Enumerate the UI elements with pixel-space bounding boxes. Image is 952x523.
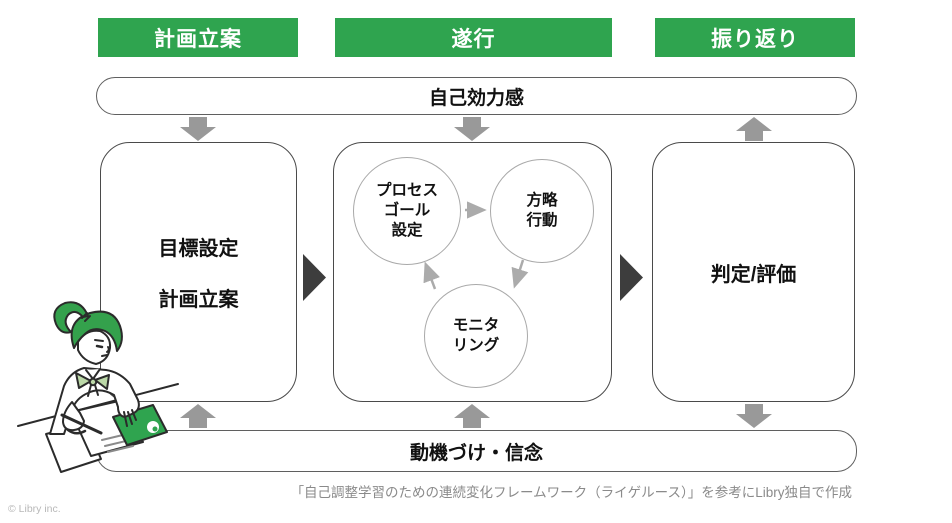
ponytail [53, 301, 89, 334]
process-goal-line-2: ゴール [383, 202, 431, 220]
copyright-text: © Libry inc. [8, 503, 61, 515]
phase-header-planning-label: 計画立案 [154, 27, 242, 51]
self-efficacy-label: 自己効力感 [428, 87, 524, 109]
circle-process-goal-setting: プロセス ゴール 設定 [353, 157, 461, 265]
stage-box-execution: プロセス ゴール 設定 方略 行動 モニタ リング [333, 142, 612, 402]
monitoring-line-1: モニタ [452, 317, 500, 335]
stage-box-evaluation: 判定/評価 [652, 142, 855, 402]
motivation-belief-bar: 動機づけ・信念 [96, 430, 857, 472]
stage-box-planning: 目標設定 計画立案 [100, 142, 297, 402]
planning-line-2: 計画立案 [158, 289, 239, 311]
arrow-down-reflection-to-motivation [736, 404, 772, 428]
circle-monitoring: モニタ リング [424, 284, 528, 388]
arrow-right-planning-to-execution [303, 254, 326, 301]
evaluation-label: 判定/評価 [710, 263, 797, 286]
strategy-action-line-2: 行動 [526, 212, 558, 229]
source-caption: 「自己調整学習のための連続変化フレームワーク（ライゲルース）」を参考にLibry… [290, 485, 852, 500]
arrow-right-execution-to-evaluation [620, 254, 643, 301]
process-goal-line-1: プロセス [375, 182, 438, 200]
bow-ribbon [75, 372, 92, 389]
motivation-belief-label: 動機づけ・信念 [409, 442, 543, 464]
planning-line-1: 目標設定 [158, 238, 239, 260]
monitoring-line-2: リング [452, 337, 500, 354]
student-writing-illustration [17, 301, 179, 473]
pointing-hand [123, 409, 137, 427]
pen [60, 413, 103, 435]
circle-strategy-action: 方略 行動 [490, 159, 594, 263]
self-efficacy-bar: 自己効力感 [96, 77, 857, 115]
arrow-down-selfefficacy-to-execution [454, 117, 490, 141]
arrow-up-reflection-to-selfefficacy [736, 117, 772, 141]
strategy-action-line-1: 方略 [526, 192, 558, 210]
phase-header-planning: 計画立案 [98, 18, 298, 57]
phase-header-reflection: 振り返り [655, 18, 855, 57]
phase-header-execution-label: 遂行 [451, 27, 496, 51]
phase-header-execution: 遂行 [335, 18, 612, 57]
phase-header-reflection-label: 振り返り [711, 27, 799, 51]
arrow-up-motivation-to-execution [454, 404, 490, 428]
arrow-down-selfefficacy-to-planning [180, 117, 216, 141]
process-goal-line-3: 設定 [391, 221, 423, 239]
arrow-up-motivation-to-planning [180, 404, 216, 428]
